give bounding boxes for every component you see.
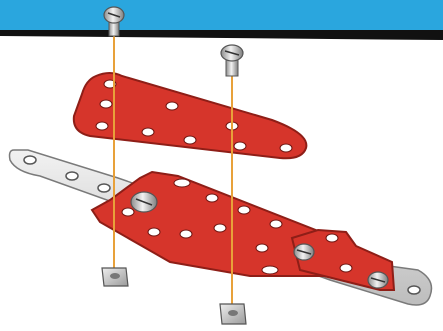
plate-hole [148, 228, 160, 236]
plate-hole [96, 122, 108, 130]
plate-hole [166, 102, 178, 110]
strip-hole [66, 172, 78, 180]
plate-hole [206, 194, 218, 202]
square-nut-icon [220, 304, 246, 324]
plate-hole [270, 220, 282, 228]
banner-fill [0, 0, 443, 30]
plate-hole [256, 244, 268, 252]
header-banner [0, 0, 443, 40]
bolt-icon [368, 272, 388, 288]
plate-hole [238, 206, 250, 214]
plate-hole [180, 230, 192, 238]
bolt-icon [131, 192, 157, 212]
bolt-icon [294, 244, 314, 260]
bracket-hole [326, 234, 338, 242]
plate-hole [214, 224, 226, 232]
plate-hole [280, 144, 292, 152]
nut-hole [228, 310, 238, 316]
triangular-plate-upper [74, 73, 307, 158]
plate-hole [100, 100, 112, 108]
banner-stripe [0, 30, 443, 40]
bracket-hole [340, 264, 352, 272]
nut-hole [110, 273, 120, 279]
bolt-icon [221, 45, 243, 76]
strip-hole [408, 286, 420, 294]
bolt-shank [226, 60, 238, 76]
plate-hole [184, 136, 196, 144]
bolt-shank [109, 22, 119, 36]
plate-hole [262, 266, 278, 274]
plate-hole [122, 208, 134, 216]
strip-hole [98, 184, 110, 192]
plate-hole [142, 128, 154, 136]
square-nut-icon [102, 268, 128, 286]
plate-hole [174, 179, 190, 187]
strip-hole [24, 156, 36, 164]
plate-hole [234, 142, 246, 150]
